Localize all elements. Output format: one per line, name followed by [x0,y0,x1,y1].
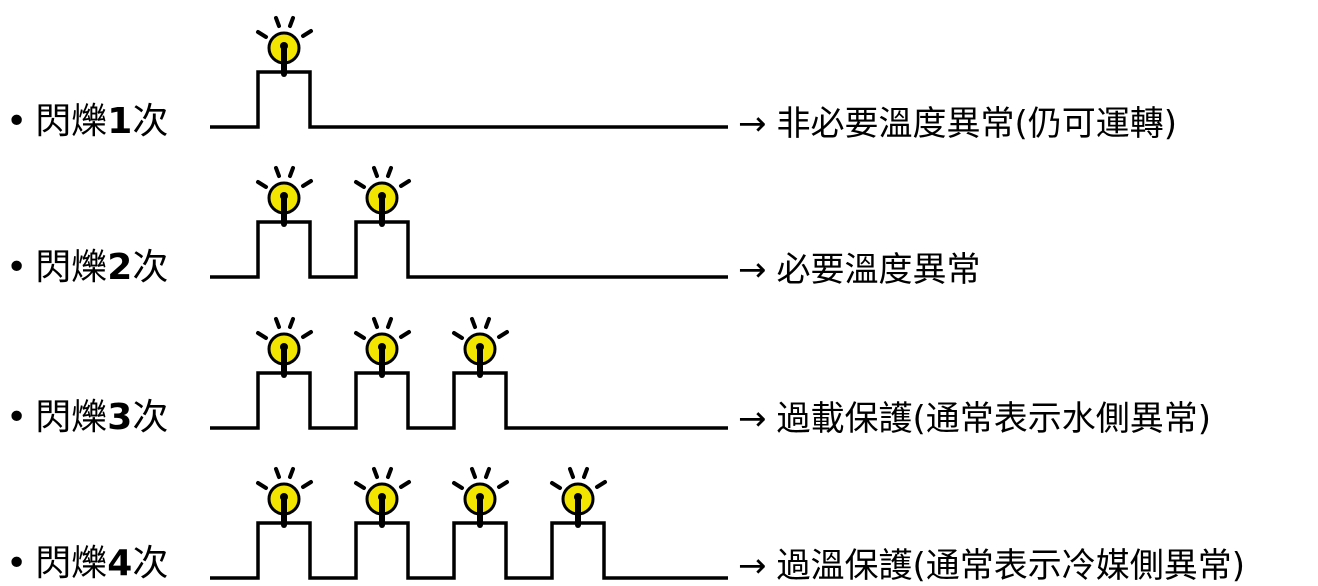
blink-count: 4 [107,543,133,584]
label-prefix: 閃爍 [35,101,108,142]
label-suffix: 次 [132,247,169,288]
label-suffix: 次 [132,543,169,584]
row-3-pulse-waveform [210,371,728,430]
lightbulb-icon [354,317,411,378]
label-suffix: 次 [132,397,169,438]
label-prefix: 閃爍 [35,247,108,288]
bullet: • [6,247,28,288]
lightbulb-icon [256,467,313,528]
lightbulb-icon [452,467,509,528]
blink-count: 3 [107,397,133,438]
lightbulb-icon [452,317,509,378]
blink-count: 1 [107,101,133,142]
description-text: 過溫保護(通常表示冷媒側異常) [776,546,1246,586]
lightbulb-icon [256,16,313,77]
lightbulb-icon [256,317,313,378]
row-4-pulse-waveform [210,521,728,580]
description-text: 必要溫度異常 [776,250,981,290]
label-prefix: 閃爍 [35,397,108,438]
lightbulb-icon [550,467,607,528]
bullet: • [6,101,28,142]
row-3-description: →過載保護(通常表示水側異常) [738,399,1211,439]
lightbulb-icon [354,166,411,227]
bullet: • [6,543,28,584]
row-2-description: →必要溫度異常 [738,250,981,290]
blink-count: 2 [107,247,133,288]
arrow-icon: → [738,399,767,439]
description-text: 非必要溫度異常(仍可運轉) [776,104,1178,144]
label-suffix: 次 [132,101,169,142]
row-3-label: •閃爍3次 [6,398,168,438]
arrow-icon: → [738,546,767,586]
arrow-icon: → [738,104,767,144]
bullet: • [6,397,28,438]
row-1-pulse-waveform [210,70,728,129]
lightbulb-icon [354,467,411,528]
row-2-label: •閃爍2次 [6,248,168,288]
lightbulb-icon [256,166,313,227]
row-1-label: •閃爍1次 [6,102,168,142]
arrow-icon: → [738,250,767,290]
description-text: 過載保護(通常表示水側異常) [776,399,1212,439]
label-prefix: 閃爍 [35,543,108,584]
row-4-label: •閃爍4次 [6,544,168,584]
row-2-pulse-waveform [210,220,728,279]
row-1-description: →非必要溫度異常(仍可運轉) [738,104,1177,144]
row-4-description: →過溫保護(通常表示冷媒側異常) [738,546,1245,586]
